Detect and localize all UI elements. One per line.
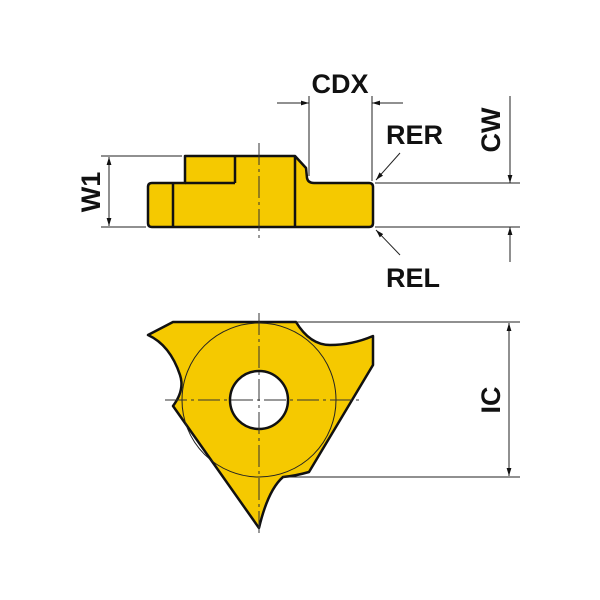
top-view: IC — [146, 313, 520, 537]
w1-label: W1 — [76, 172, 106, 213]
insert-side-body — [146, 154, 375, 229]
side-view: W1 CDX CW RER REL — [76, 69, 520, 293]
rel-label: REL — [386, 263, 440, 293]
cw-label: CW — [476, 107, 506, 152]
rel-leader — [375, 229, 401, 256]
rer-label: RER — [386, 120, 443, 150]
cdx-label: CDX — [311, 69, 368, 99]
ic-label: IC — [476, 387, 506, 414]
rer-leader — [375, 152, 401, 181]
